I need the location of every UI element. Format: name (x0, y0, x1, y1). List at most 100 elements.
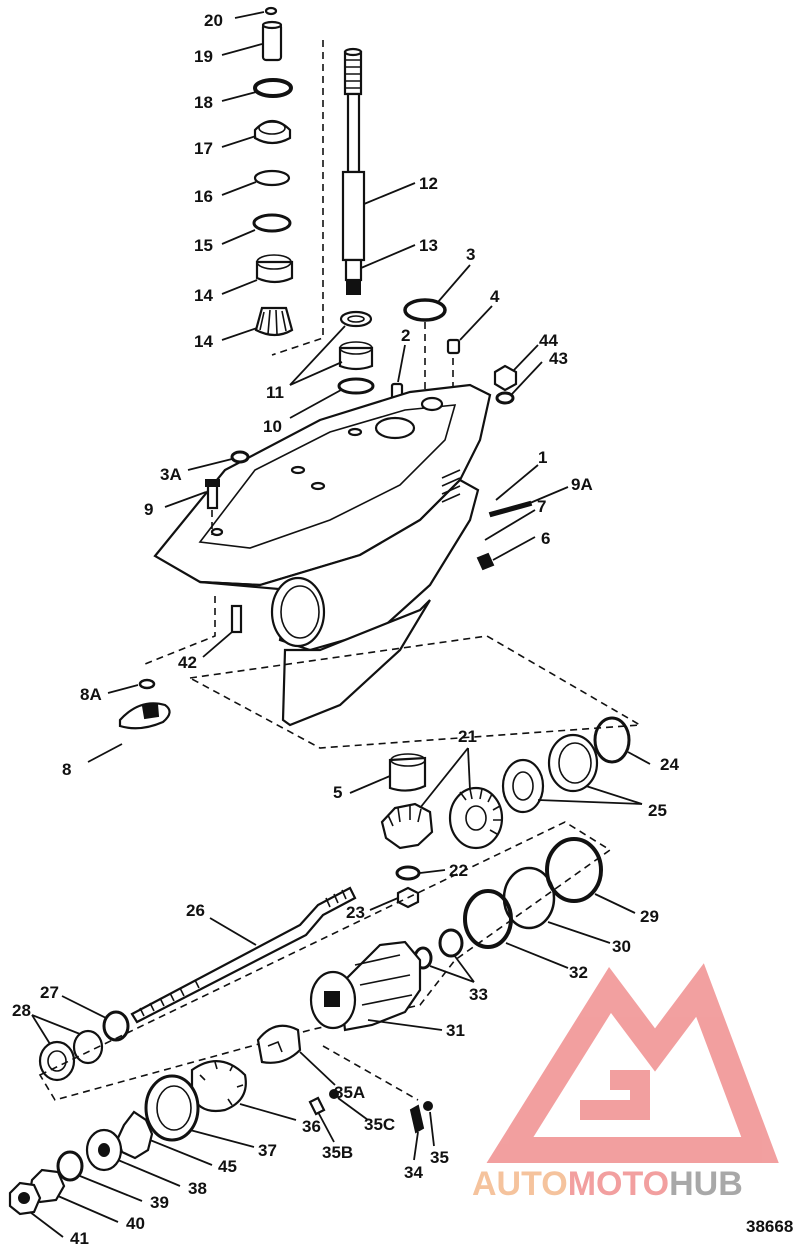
part-16-shim (253, 169, 291, 187)
callout-25: 25 (648, 801, 667, 820)
leader-35B (317, 1111, 335, 1143)
leader-39 (79, 1175, 143, 1202)
callout-21: 21 (458, 727, 477, 746)
leader-35 (429, 1111, 435, 1147)
callout-14b: 14 (194, 332, 213, 351)
leader-19 (221, 43, 263, 56)
leader-22 (419, 869, 446, 874)
callout-5: 5 (333, 783, 342, 802)
callout-10: 10 (263, 417, 282, 436)
part-3A-o-ring (230, 450, 250, 464)
part-14-bearing-cup-top (256, 254, 292, 270)
part-9A-pin (488, 500, 533, 518)
leader-27 (61, 995, 107, 1019)
leader-37 (189, 1129, 255, 1148)
callout-44: 44 (539, 331, 558, 350)
callout-6: 6 (541, 529, 550, 548)
callout-41: 41 (70, 1229, 89, 1245)
propeller-hardware (8, 1074, 200, 1216)
leader-7 (484, 509, 536, 541)
callout-8A: 8A (80, 685, 102, 704)
callout-3: 3 (466, 245, 475, 264)
leader-29 (594, 893, 636, 914)
shaft-assembly-boundary (38, 821, 612, 1101)
leader-14a (221, 279, 258, 295)
leader-9 (164, 491, 207, 508)
callout-8: 8 (62, 760, 71, 779)
forward-gear-hub (465, 805, 487, 831)
part-31-carrier-bore (324, 991, 340, 1007)
part-39-washer (56, 1150, 84, 1182)
watermark-logo-triangle (486, 963, 779, 1163)
part-22-washer (395, 865, 421, 881)
part-17-retainer (253, 119, 292, 145)
leader-21b (467, 747, 471, 791)
callout-37: 37 (258, 1141, 277, 1160)
housing-water-tube-bore (420, 396, 444, 412)
leader-6 (492, 536, 536, 561)
housing-gear-case-threads (280, 585, 320, 639)
leader-44 (513, 344, 539, 371)
leader-21a (419, 747, 469, 809)
leader-lines (29, 11, 651, 1238)
leader-31 (367, 1019, 443, 1031)
watermark-moto: MOTO (568, 1165, 669, 1203)
trim-tab-parts (118, 678, 171, 730)
callout-19: 19 (194, 47, 213, 66)
part-38-spacer-bore (98, 1143, 110, 1157)
leader-3 (437, 264, 471, 303)
leader-28a (31, 1014, 51, 1045)
part-15-shim (252, 213, 292, 233)
leader-45 (149, 1139, 213, 1166)
part-25-bearing-cup-inner (558, 742, 592, 784)
callout-35B: 35B (322, 1143, 353, 1162)
part-18-o-ring (253, 78, 293, 98)
leader-2 (397, 344, 406, 383)
part-3-o-ring (403, 298, 447, 322)
callout-13: 13 (419, 236, 438, 255)
leader-8 (87, 743, 123, 763)
propeller-shaft (38, 821, 612, 1101)
part-28-bearing-2 (38, 1040, 76, 1082)
part-5-bushing-top (390, 753, 426, 767)
part-12-driveshaft-collar (341, 170, 366, 262)
callout-7: 7 (537, 497, 546, 516)
part-26-propeller-shaft (130, 886, 357, 1024)
callout-14a: 14 (194, 286, 213, 305)
callout-9: 9 (144, 500, 153, 519)
part-19-sleeve-top (261, 20, 283, 30)
driveshaft-top-end (343, 47, 363, 57)
callout-45: 45 (218, 1157, 237, 1176)
callout-16: 16 (194, 187, 213, 206)
leader-43 (511, 361, 543, 395)
part-31-carrier-ribs (354, 954, 413, 1006)
callout-35: 35 (430, 1148, 449, 1167)
carrier-retainer-parts (190, 1024, 433, 1134)
housing-bolt-hole-2 (310, 481, 326, 491)
housing-bolt-hole-3 (347, 427, 363, 437)
leader-16 (221, 181, 257, 196)
part-41-prop-nut-bore (18, 1192, 30, 1204)
leader-25a (537, 799, 643, 805)
leader-34 (413, 1131, 419, 1161)
part-25-bearing-cone-inner (512, 771, 534, 801)
part-35A-clip-detail (267, 1040, 283, 1053)
callout-22: 22 (449, 861, 468, 880)
driveshaft-splines (345, 59, 361, 89)
part-44-nut (493, 364, 518, 392)
gear-housing (153, 383, 643, 749)
part-9-screw-head (205, 479, 220, 487)
forward-gear-teeth (459, 788, 501, 835)
part-10-washer (337, 377, 375, 395)
leader-33b (429, 965, 475, 983)
leader-10 (289, 389, 342, 419)
bearing-carrier-rings (413, 837, 603, 970)
part-12-driveshaft (346, 92, 361, 174)
part-20-retainer (264, 6, 278, 16)
part-25-bearing-cup (547, 733, 599, 793)
part-11-bearing-top (339, 310, 373, 328)
callout-39: 39 (150, 1193, 169, 1212)
leader-25b (585, 785, 643, 805)
part-11-bearing-bore (347, 315, 365, 323)
callout-1: 1 (538, 448, 547, 467)
